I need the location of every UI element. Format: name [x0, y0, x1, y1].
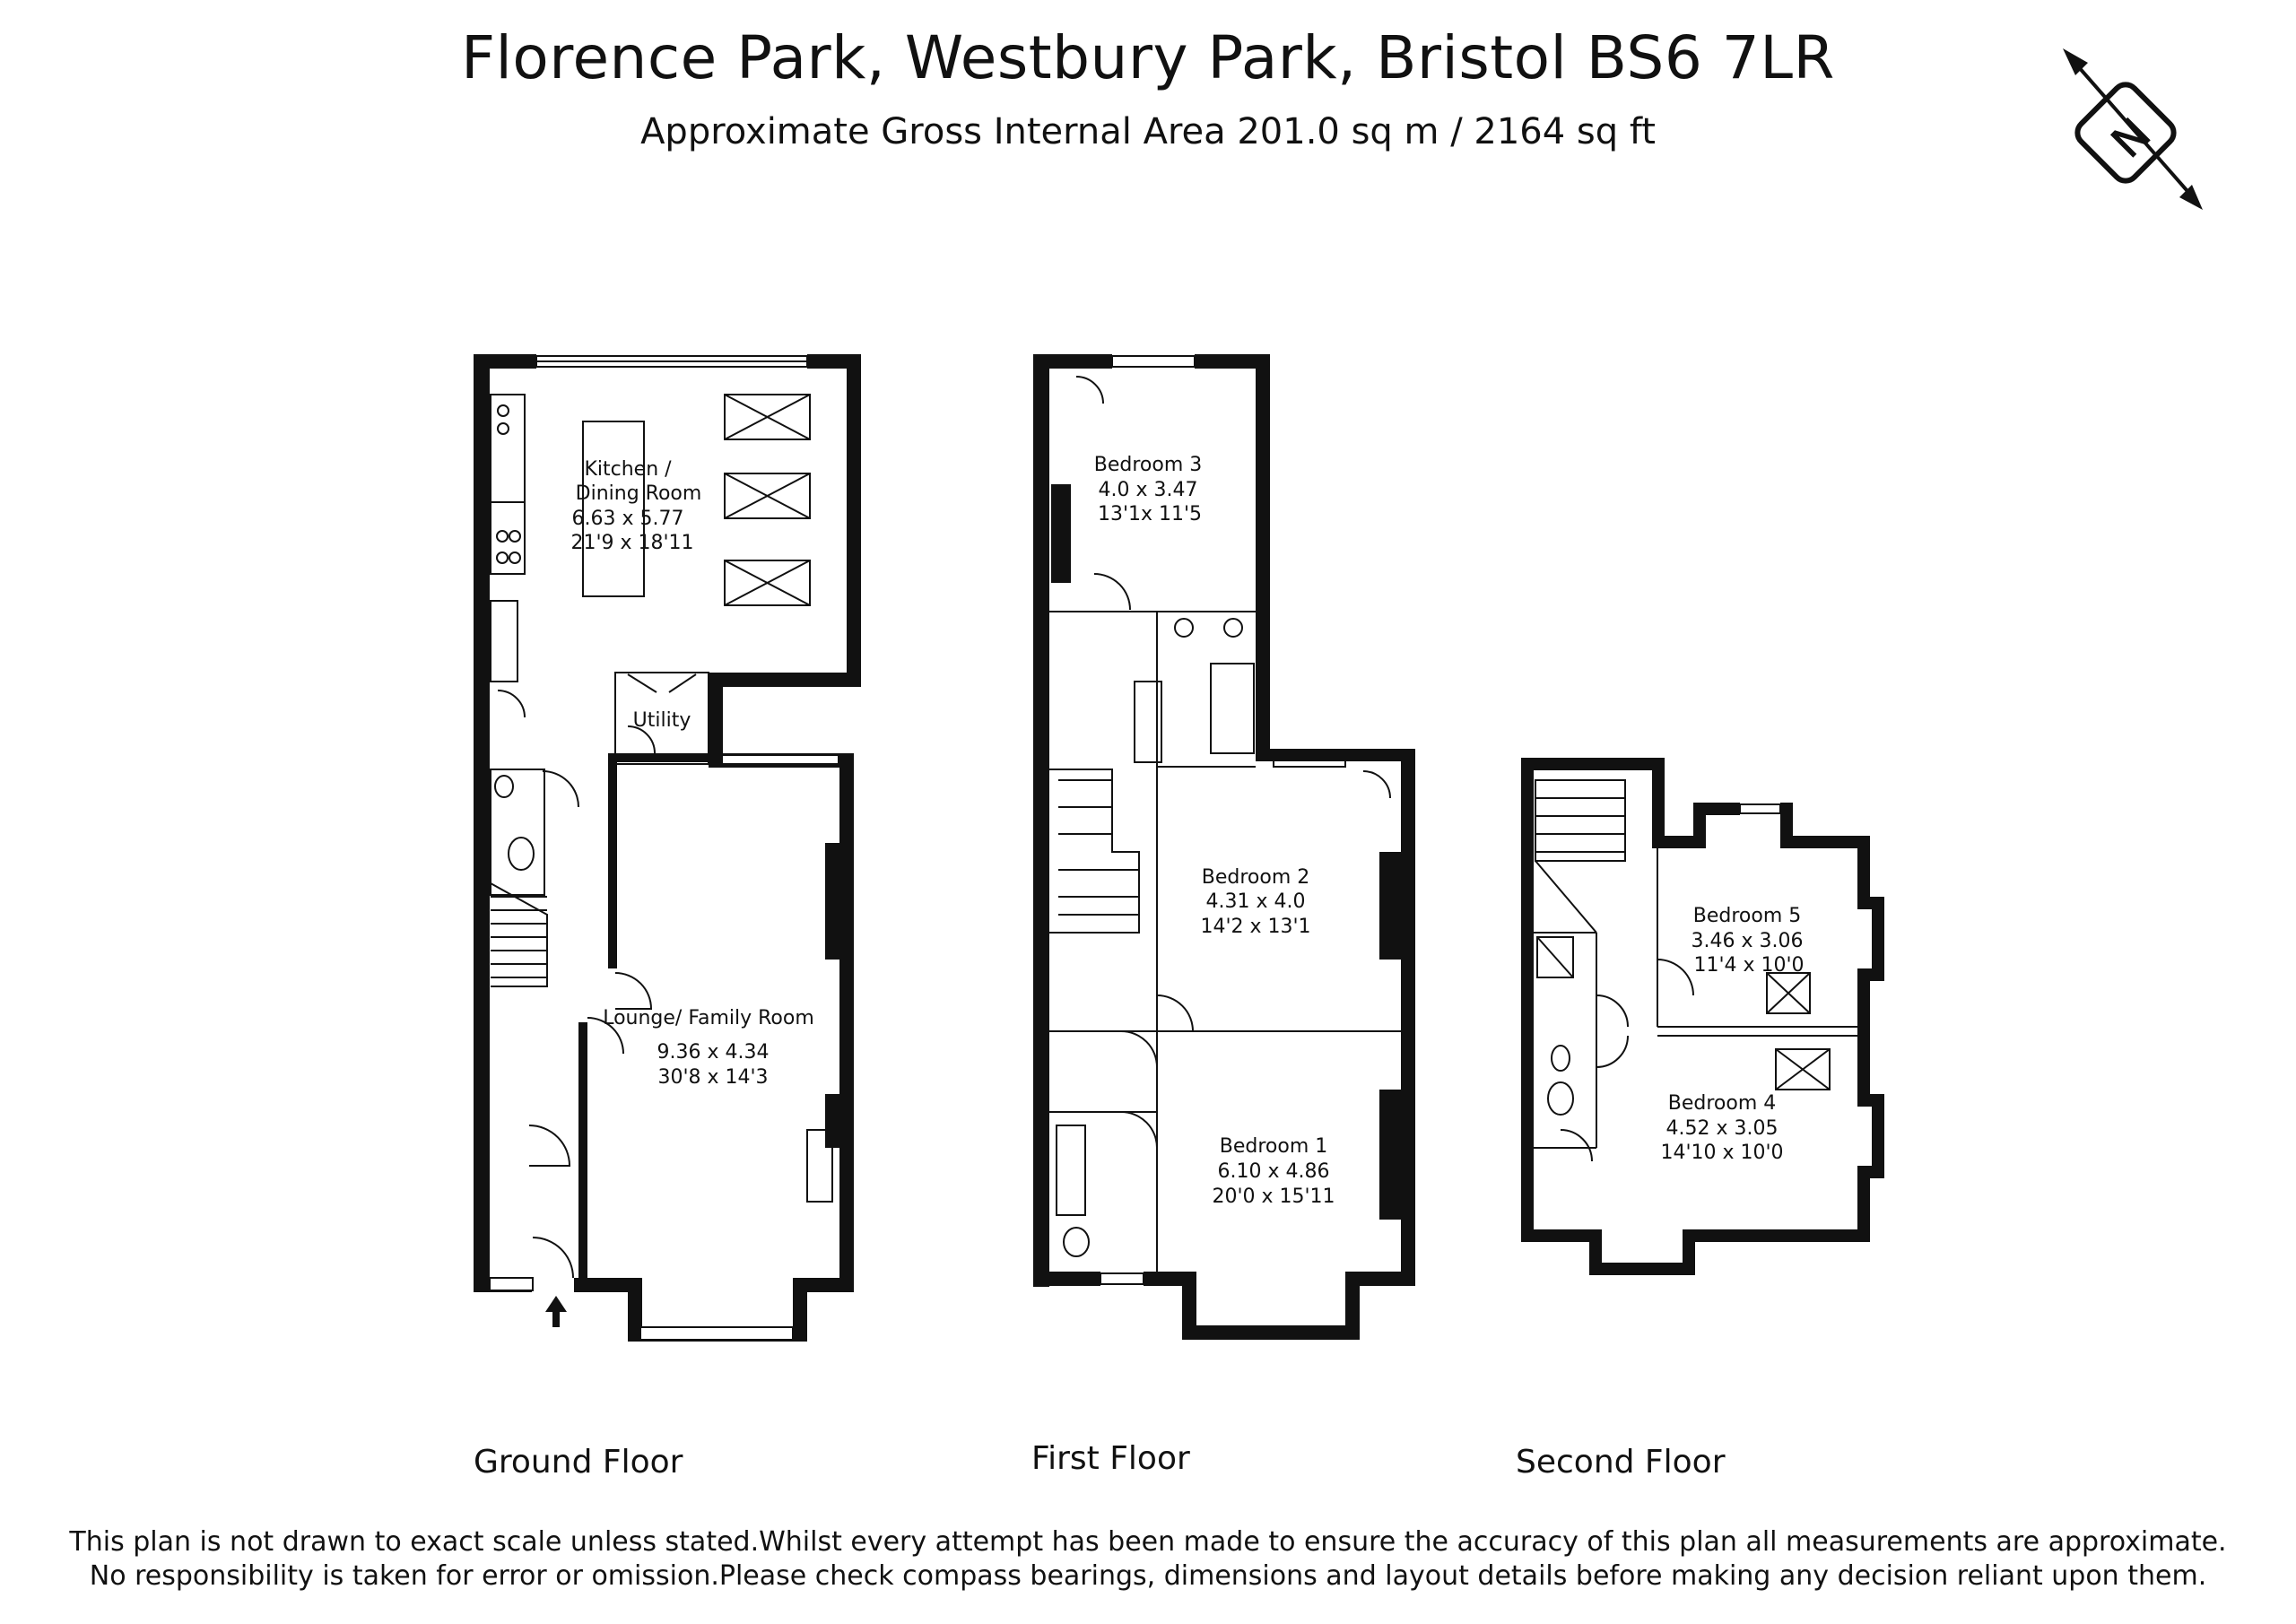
bedroom2-dimensions-imperial: 14'2 x 13'1: [1200, 916, 1310, 938]
bedroom4-dimensions-metric: 4.52 x 3.05: [1666, 1117, 1779, 1140]
bedroom5-label: Bedroom 5: [1693, 905, 1802, 927]
bedroom1-label: Bedroom 1: [1220, 1135, 1328, 1158]
bedroom2-dimensions-metric: 4.31 x 4.0: [1206, 890, 1306, 913]
bedroom5-dimensions-metric: 3.46 x 3.06: [1692, 930, 1804, 952]
plan-title: Florence Park, Westbury Park, Bristol BS…: [461, 23, 1835, 92]
ground-floor-label: Ground Floor: [474, 1444, 683, 1481]
first-floor-label: First Floor: [1031, 1440, 1190, 1477]
bedroom3-label: Bedroom 3: [1094, 454, 1203, 476]
kitchen-label-line2: Dining Room: [576, 482, 702, 505]
second-floor-label: Second Floor: [1516, 1444, 1726, 1481]
disclaimer-line-1: This plan is not drawn to exact scale un…: [69, 1526, 2227, 1558]
first-floor-plan: [1033, 354, 1415, 1340]
kitchen-dimensions-imperial: 21'9 x 18'11: [570, 532, 693, 554]
disclaimer-line-2: No responsibility is taken for error or …: [89, 1560, 2207, 1592]
bedroom3-dimensions-imperial: 13'1x 11'5: [1098, 503, 1202, 525]
second-floor-plan: [1521, 758, 1884, 1275]
bedroom4-label: Bedroom 4: [1668, 1092, 1777, 1115]
gross-area-subtitle: Approximate Gross Internal Area 201.0 sq…: [640, 111, 1656, 152]
kitchen-label-line1: Kitchen /: [584, 458, 672, 481]
lounge-label: Lounge/ Family Room: [603, 1007, 814, 1029]
bedroom1-dimensions-imperial: 20'0 x 15'11: [1212, 1185, 1335, 1208]
bedroom3-dimensions-metric: 4.0 x 3.47: [1099, 479, 1198, 501]
ground-floor-plan: [474, 354, 861, 1342]
lounge-dimensions-metric: 9.36 x 4.34: [657, 1041, 770, 1064]
bedroom2-label: Bedroom 2: [1202, 866, 1310, 889]
lounge-dimensions-imperial: 30'8 x 14'3: [657, 1066, 768, 1089]
bedroom4-dimensions-imperial: 14'10 x 10'0: [1660, 1142, 1783, 1164]
bedroom1-dimensions-metric: 6.10 x 4.86: [1218, 1160, 1330, 1183]
utility-label: Utility: [633, 709, 691, 732]
compass-north-icon: N: [2063, 48, 2203, 210]
kitchen-dimensions-metric: 6.63 x 5.77: [572, 508, 684, 530]
bedroom5-dimensions-imperial: 11'4 x 10'0: [1693, 954, 1804, 977]
